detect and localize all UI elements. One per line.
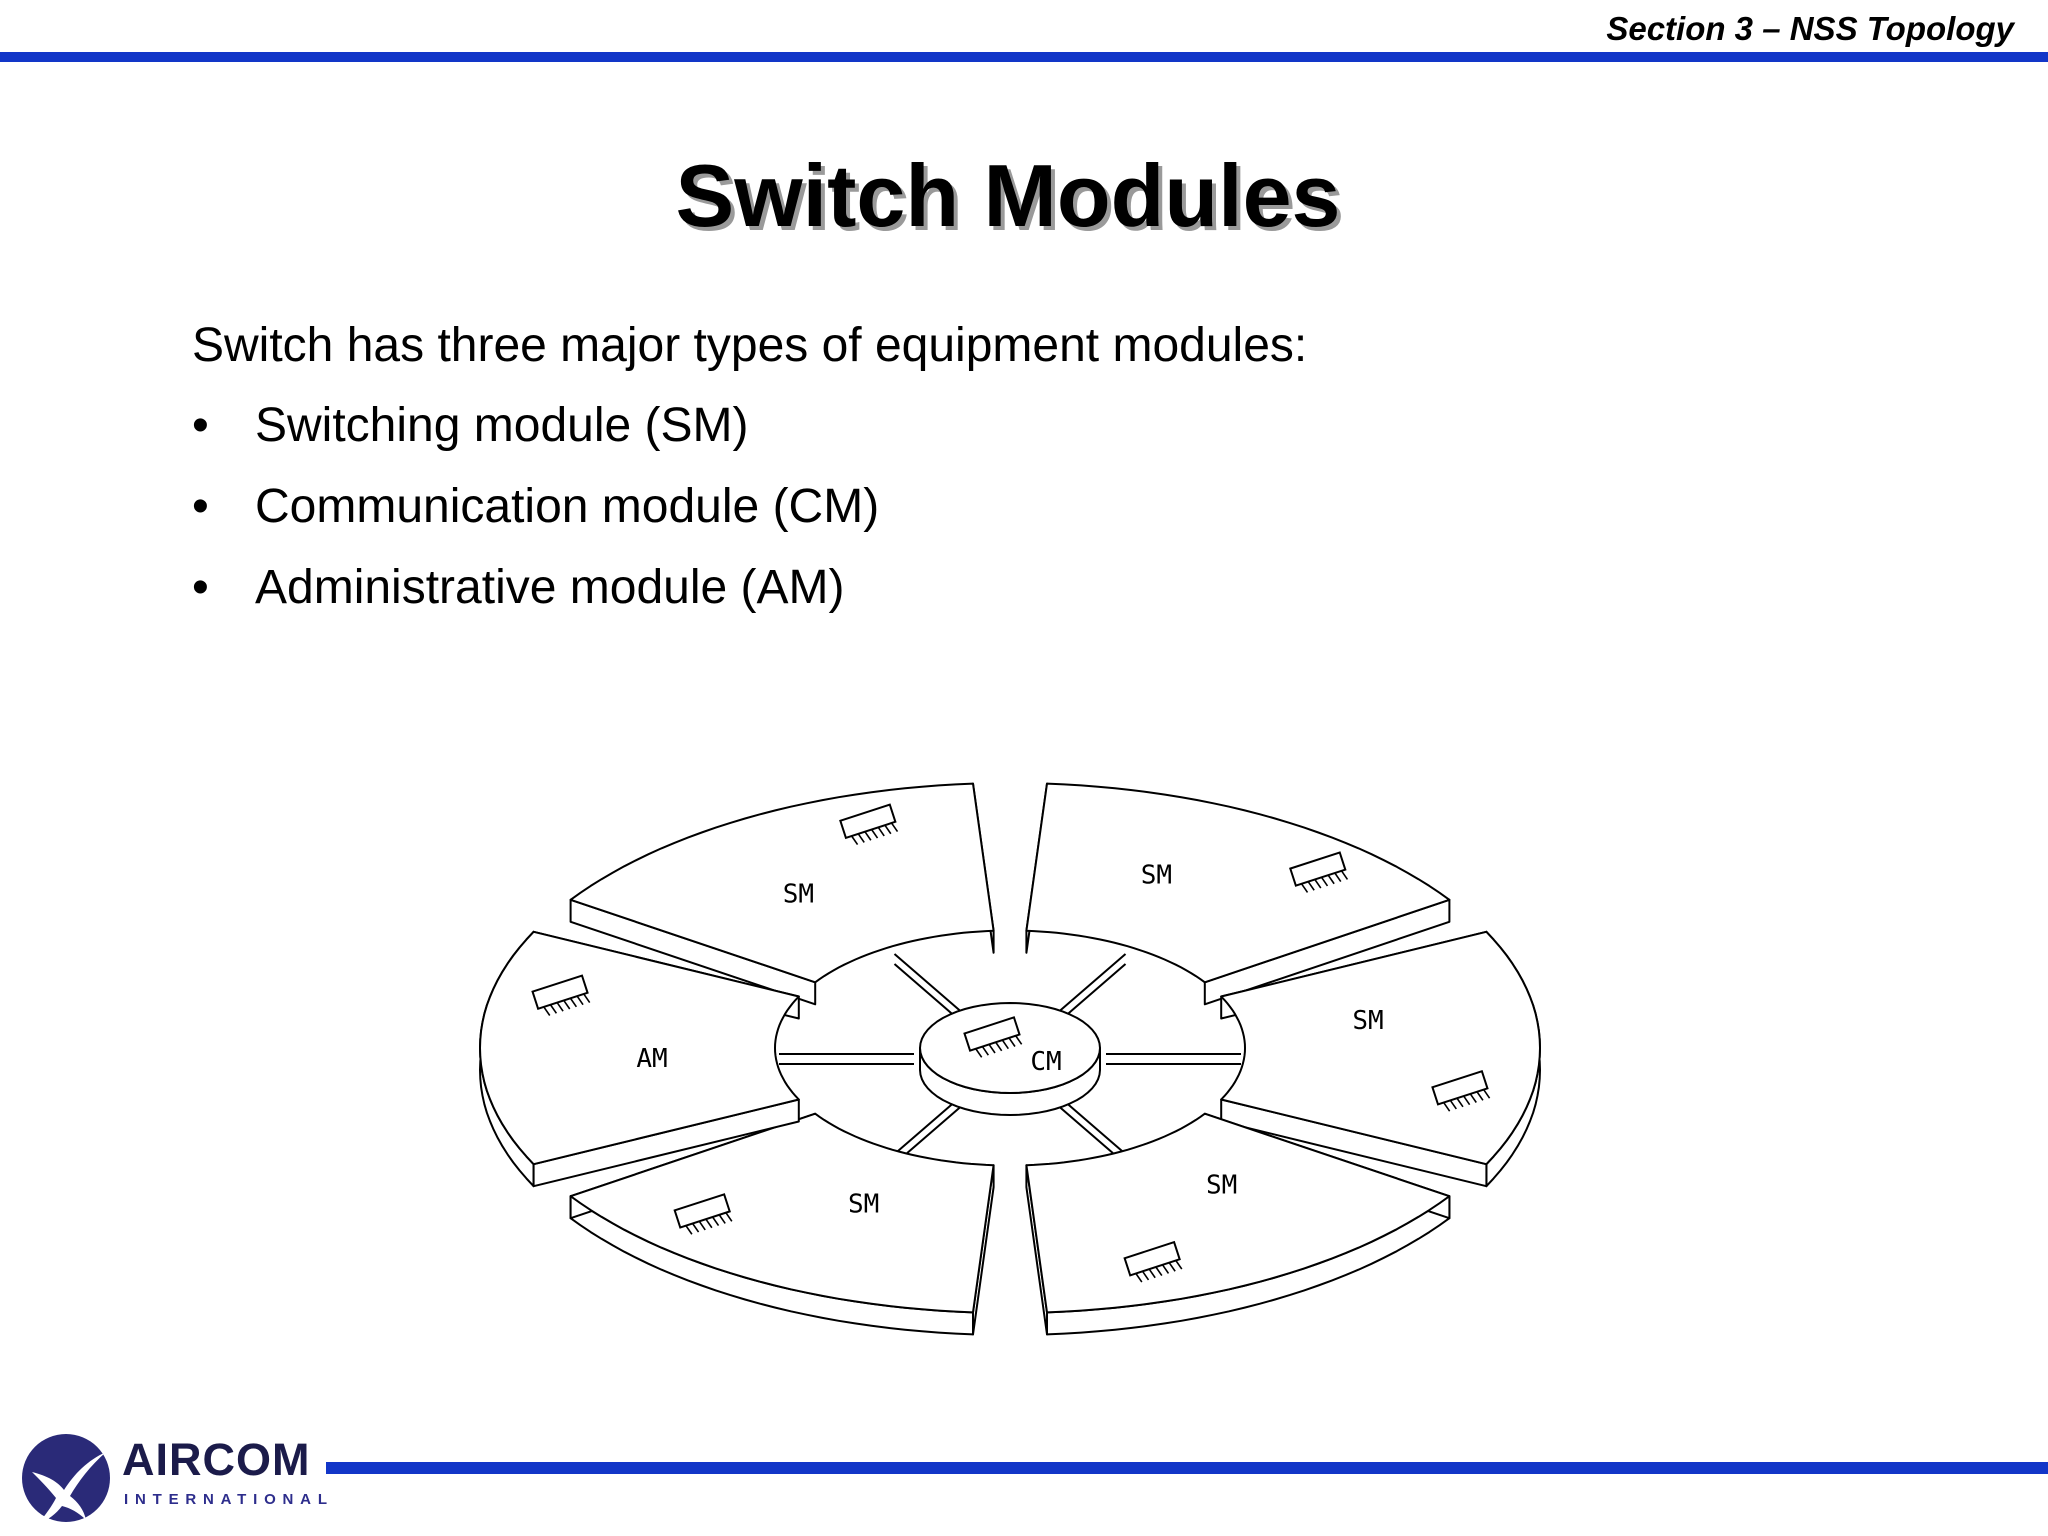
intro-text: Switch has three major types of equipmen… <box>192 319 1308 372</box>
module-label: SM <box>783 879 814 909</box>
bullet-dot: • <box>192 561 209 614</box>
slide-title: Switch Modules <box>675 146 1341 245</box>
bullet-dot: • <box>192 399 209 452</box>
aircom-logo: AIRCOM INTERNATIONAL <box>18 1430 338 1530</box>
bullet-text: Administrative module (AM) <box>255 561 845 614</box>
module-label: SM <box>848 1189 879 1219</box>
chip-icon <box>1431 1069 1491 1112</box>
hub-top <box>919 1002 1101 1094</box>
logo-subtitle: INTERNATIONAL <box>124 1491 334 1508</box>
switch-module-diagram: SM SM CM SM SM SM AM <box>479 782 1541 1336</box>
connector-spoke <box>893 963 963 1024</box>
sector-top-sm <box>569 782 995 984</box>
sector-top-sm <box>1025 782 1451 984</box>
chip-icon <box>963 1016 1023 1058</box>
module-label: SM <box>1352 1006 1383 1036</box>
chip-icon <box>1289 851 1349 893</box>
chip-icon <box>1123 1240 1183 1283</box>
connector-spoke <box>1057 1094 1127 1155</box>
bottom-divider <box>326 1462 2048 1474</box>
connector-spoke <box>1057 953 1127 1014</box>
chip-icon <box>531 974 591 1016</box>
module-label: SM <box>1141 861 1172 891</box>
bullet-text: Switching module (SM) <box>255 399 749 452</box>
module-label: AM <box>636 1044 667 1074</box>
chip-icon <box>839 803 899 846</box>
sector-top-sm <box>569 1112 995 1314</box>
bullet-text: Communication module (CM) <box>255 480 880 533</box>
logo-wordmark: AIRCOM <box>122 1434 311 1485</box>
connector-spoke <box>893 1094 963 1155</box>
connector-spoke <box>1057 963 1127 1024</box>
bullet-dot: • <box>192 480 209 533</box>
chip-icon <box>673 1193 733 1235</box>
sector-top-sm <box>1220 930 1541 1166</box>
section-header: Section 3 – NSS Topology <box>1606 10 2014 47</box>
bird-icon <box>22 1434 110 1524</box>
connector-spoke <box>893 953 963 1014</box>
module-label: SM <box>1206 1171 1237 1201</box>
hub-label: CM <box>1030 1047 1061 1077</box>
top-divider <box>0 52 2048 62</box>
